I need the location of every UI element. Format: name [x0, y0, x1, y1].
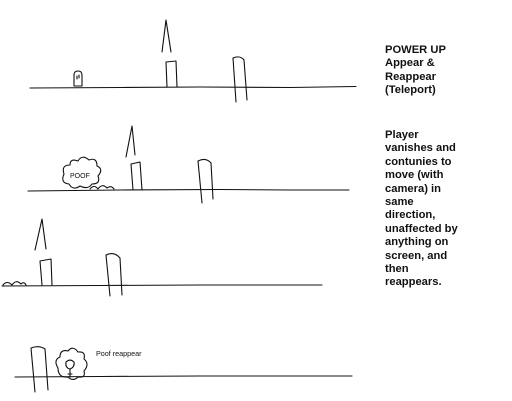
- panel-3-spike: [34, 218, 47, 251]
- panel-1-ground-line: [29, 85, 357, 89]
- panel-4: Poof reappear: [14, 346, 353, 393]
- panel-2-ground-line: [27, 188, 350, 192]
- panel-2-pillar-small: [130, 161, 143, 191]
- poof-label: POOF: [70, 173, 90, 180]
- panel-3: [1, 218, 323, 297]
- panel-1: [29, 19, 357, 103]
- panel-1-pillar-small: [165, 60, 178, 88]
- poof-reappear-label: Poof reappear: [96, 349, 142, 358]
- power-up-description: Player vanishes and contunies to move (w…: [385, 129, 458, 289]
- panel-1-spike: [161, 19, 172, 53]
- panel-3-pillar-small: [39, 258, 53, 286]
- panel-2-dust-puffs: [89, 185, 115, 190]
- panel-3-ground-line: [1, 284, 323, 287]
- panel-1-pillar-tall: [232, 56, 248, 103]
- panel-3-pillar-tall: [105, 252, 123, 297]
- panel-4-poof-reappear-cloud: [55, 347, 88, 381]
- panel-2: POOF: [27, 125, 350, 204]
- panel-3-dust-puffs: [2, 281, 27, 286]
- power-up-title: POWER UP Appear & Reappear (Teleport): [385, 44, 446, 97]
- panel-2-poof-cloud: POOF: [62, 156, 102, 189]
- panel-4-ground-line: [14, 375, 353, 378]
- panel-2-spike: [125, 125, 136, 158]
- panel-4-pillar-tall: [30, 346, 49, 393]
- panel-1-player: [73, 70, 83, 87]
- panel-2-pillar-tall: [197, 158, 214, 204]
